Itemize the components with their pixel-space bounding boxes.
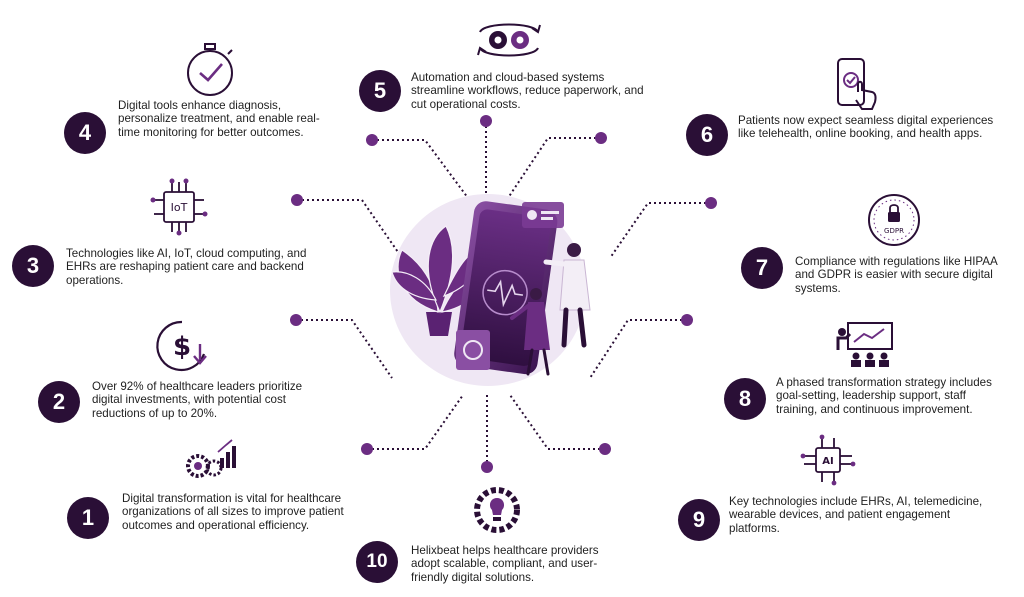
connector-dot <box>599 443 611 455</box>
step-badge-4: 4 <box>64 112 106 154</box>
stopwatch-check-icon <box>187 43 233 96</box>
step-text-7: Compliance with regulations like HIPAA a… <box>795 255 998 295</box>
step-text-1: Digital transformation is vital for heal… <box>122 492 344 532</box>
step-text-8: A phased transformation strategy include… <box>776 376 992 416</box>
ai-chip-icon: AI <box>800 434 856 486</box>
dollar-down-icon: $ <box>156 320 207 372</box>
connector-dot <box>705 197 717 209</box>
step-badge-7: 7 <box>741 247 783 289</box>
svg-text:$: $ <box>173 332 191 362</box>
svg-text:GDPR: GDPR <box>884 227 904 235</box>
presentation-board-icon <box>836 322 893 367</box>
connector-dot <box>481 461 493 473</box>
connector-dot <box>361 443 373 455</box>
connector-dot <box>681 314 693 326</box>
step-text-10: Helixbeat helps healthcare providers ado… <box>411 544 599 584</box>
step-badge-8: 8 <box>724 378 766 420</box>
step-text-2: Over 92% of healthcare leaders prioritiz… <box>92 380 303 420</box>
step-badge-1: 1 <box>67 497 109 539</box>
step-badge-5: 5 <box>359 70 401 112</box>
connector-dot <box>595 132 607 144</box>
gdpr-seal-icon: GDPR <box>868 194 920 246</box>
step-text-9: Key technologies include EHRs, AI, telem… <box>729 495 983 535</box>
phone-tap-icon <box>837 58 877 110</box>
connector-dot <box>366 134 378 146</box>
step-badge-9: 9 <box>678 499 720 541</box>
lightbulb-gear-icon <box>474 487 520 533</box>
step-text-6: Patients now expect seamless digital exp… <box>738 114 994 141</box>
connector-dot <box>290 314 302 326</box>
step-badge-3: 3 <box>12 245 54 287</box>
step-text-4: Digital tools enhance diagnosis, persona… <box>118 99 320 139</box>
step-badge-6: 6 <box>686 114 728 156</box>
svg-text:IoT: IoT <box>171 201 188 214</box>
step-text-5: Automation and cloud-based systems strea… <box>411 71 644 111</box>
step-text-3: Technologies like AI, IoT, cloud computi… <box>66 247 307 287</box>
connector-dot <box>480 115 492 127</box>
connector-dot <box>291 194 303 206</box>
step-badge-2: 2 <box>38 381 80 423</box>
step-badge-10: 10 <box>356 541 398 583</box>
svg-text:AI: AI <box>822 456 833 467</box>
gears-growth-icon <box>186 439 236 478</box>
cycle-gears-icon <box>477 23 541 57</box>
iot-chip-icon: IoT <box>150 178 208 236</box>
